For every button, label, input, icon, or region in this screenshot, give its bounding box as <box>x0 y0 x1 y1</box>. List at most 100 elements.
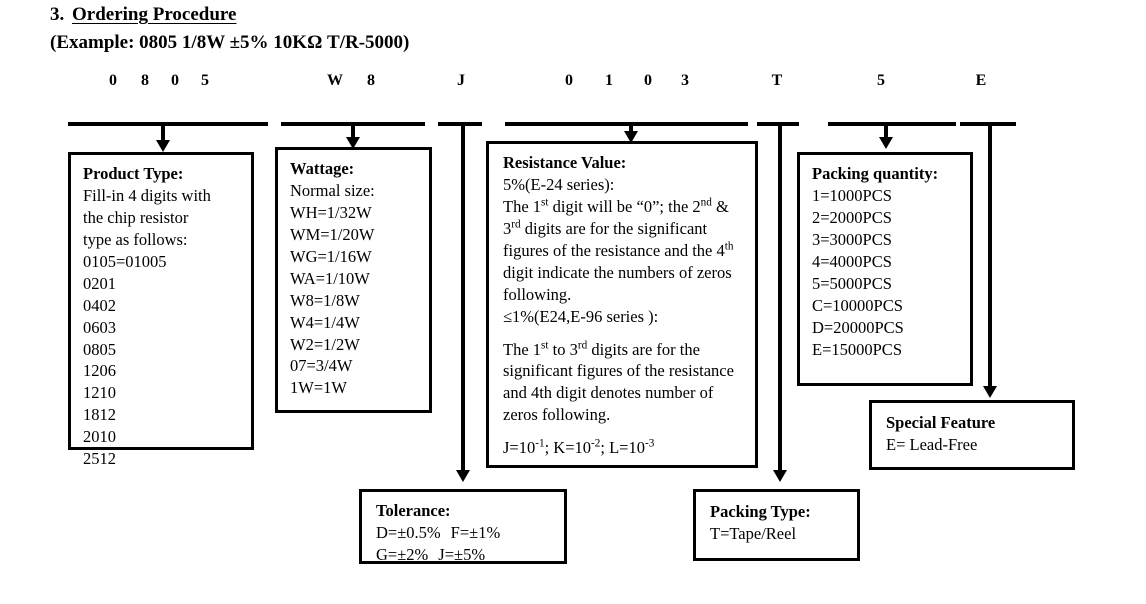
box-resistance-series-5pct: 5%(E-24 series): <box>503 174 615 194</box>
connector-line-tolerance <box>461 122 465 474</box>
resistance-spacer-2 <box>503 426 745 437</box>
box-resistance-value: Resistance Value: 5%(E-24 series): The 1… <box>486 141 758 468</box>
connector-line-special-feature <box>988 122 992 390</box>
box-wattage-title: Wattage: <box>290 159 355 178</box>
box-product-type-code-3: 0603 <box>83 317 116 337</box>
tolerance-j: J=±5% <box>438 544 486 564</box>
mult-j: J=10 <box>503 438 536 458</box>
box-product-type-code-5: 1206 <box>83 361 116 381</box>
connector-arrow-special-feature <box>983 386 997 398</box>
box-wattage-item-1: WM=1/20W <box>290 224 375 244</box>
mult-l-sup: -3 <box>644 437 655 450</box>
res-5-e: digit indicate the numbers of zeros foll… <box>503 262 732 304</box>
box-packing-quantity-item-7: E=15000PCS <box>812 339 902 359</box>
connector-bar-resistance <box>505 122 748 126</box>
mult-k-sup: -2 <box>591 437 601 450</box>
box-wattage-item-3: WA=1/10W <box>290 268 370 288</box>
box-packing-quantity-item-5: C=10000PCS <box>812 295 903 315</box>
box-product-type-intro-0: Fill-in 4 digits with <box>83 185 211 205</box>
res-1-b: to 3 <box>548 339 578 359</box>
box-wattage: Wattage: Normal size: WH=1/32W WM=1/20W … <box>275 147 432 413</box>
res-5-sup-d: th <box>724 240 734 253</box>
mult-sep-2: ; L=10 <box>600 438 645 458</box>
connector-line-packing-type <box>778 122 782 474</box>
box-wattage-item-6: W2=1/2W <box>290 334 360 354</box>
res-5-a: The 1 <box>503 196 542 216</box>
section-number: 3. <box>50 4 65 25</box>
box-product-type-code-4: 0805 <box>83 339 116 359</box>
tolerance-f: F=±1% <box>450 522 501 542</box>
box-packing-quantity-item-4: 5=5000PCS <box>812 273 892 293</box>
box-packing-quantity-title: Packing quantity: <box>812 164 939 183</box>
box-packing-quantity: Packing quantity: 1=1000PCS 2=2000PCS 3=… <box>797 152 973 386</box>
res-1-sup-a: st <box>541 339 549 351</box>
box-special-feature-item-0: E= Lead-Free <box>886 434 978 454</box>
code-char-12: 5 <box>877 72 885 89</box>
connector-bar-packing-quantity <box>828 122 956 126</box>
box-packing-type: Packing Type: T=Tape/Reel <box>693 489 860 561</box>
box-product-type-code-9: 2512 <box>83 449 116 469</box>
example-part-number: (Example: 0805 1/8W ±5% 10KΩ T/R-5000) <box>50 32 410 53</box>
box-resistance-para-5pct: The 1st digit will be “0”; the 2nd & 3rd… <box>503 196 745 306</box>
connector-bar-product-type <box>68 122 268 126</box>
code-char-7: 0 <box>565 72 573 89</box>
mult-sep-1: ; K=10 <box>544 438 592 458</box>
code-char-11: T <box>771 72 783 89</box>
code-char-3: 5 <box>201 72 209 89</box>
connector-line-packing-quantity <box>884 122 888 144</box>
code-char-6: J <box>457 72 465 89</box>
box-wattage-item-4: W8=1/8W <box>290 290 360 310</box>
box-resistance-title: Resistance Value: <box>503 153 627 172</box>
box-wattage-item-5: W4=1/4W <box>290 312 360 332</box>
box-product-type-code-0: 0105=01005 <box>83 251 167 271</box>
code-char-9: 0 <box>644 72 652 89</box>
tolerance-d: D=±0.5% <box>376 522 441 542</box>
code-char-0: 0 <box>109 72 117 89</box>
box-special-feature: Special Feature E= Lead-Free <box>869 400 1075 470</box>
box-product-type-code-7: 1812 <box>83 405 116 425</box>
res-5-sup-c: rd <box>511 218 521 231</box>
box-resistance-series-1pct: ≤1%(E24,E-96 series ): <box>503 306 659 326</box>
res-5-sup-a: st <box>541 196 549 209</box>
code-char-5: 8 <box>367 72 375 89</box>
box-product-type-title: Product Type: <box>83 164 184 183</box>
res-5-b: digit will be “0”; the 2 <box>548 196 701 216</box>
box-wattage-subtitle: Normal size: <box>290 180 375 200</box>
res-1-sup-b: rd <box>577 339 588 351</box>
box-product-type-code-6: 1210 <box>83 383 116 403</box>
res-1-a: The 1 <box>503 339 542 359</box>
box-wattage-item-2: WG=1/16W <box>290 246 372 266</box>
box-tolerance-title: Tolerance: <box>376 501 451 520</box>
connector-line-wattage <box>351 122 355 144</box>
code-char-4: W <box>327 72 343 89</box>
connector-line-resistance <box>629 122 633 138</box>
box-packing-quantity-item-6: D=20000PCS <box>812 317 904 337</box>
box-product-type-code-2: 0402 <box>83 295 116 315</box>
code-char-8: 1 <box>605 72 613 89</box>
connector-arrow-resistance <box>624 131 638 143</box>
box-tolerance-row-2: G=±2%J=±5% <box>376 544 564 566</box>
box-tolerance: Tolerance: D=±0.5% F=±1% G=±2%J=±5% <box>359 489 567 564</box>
mult-j-sup: -1 <box>535 437 545 450</box>
box-product-type-intro-1: the chip resistor <box>83 207 189 227</box>
box-tolerance-row-1: D=±0.5% F=±1% <box>376 522 564 544</box>
resistance-spacer-1 <box>503 328 745 339</box>
code-char-2: 0 <box>171 72 179 89</box>
connector-arrow-packing-type <box>773 470 787 482</box>
res-1-c: digits are for the significant figures o… <box>503 339 734 425</box>
box-product-type-code-1: 0201 <box>83 273 116 293</box>
connector-arrow-tolerance <box>456 470 470 482</box>
box-product-type: Product Type: Fill-in 4 digits with the … <box>68 152 254 468</box>
connector-arrow-product-type <box>156 140 170 152</box>
res-5-sup-b: nd <box>700 196 712 209</box>
box-wattage-item-0: WH=1/32W <box>290 202 372 222</box>
box-resistance-para-1pct: The 1st to 3rd digits are for the signif… <box>503 339 745 427</box>
box-product-type-intro-2: type as follows: <box>83 229 188 249</box>
code-char-13: E <box>975 72 987 89</box>
connector-line-product-type <box>161 122 165 148</box>
box-packing-quantity-item-0: 1=1000PCS <box>812 185 892 205</box>
box-resistance-multipliers: J=10-1; K=10-2; L=10-3 <box>503 437 745 459</box>
res-5-c: & 3 <box>503 196 729 238</box>
code-char-1: 8 <box>141 72 149 89</box>
